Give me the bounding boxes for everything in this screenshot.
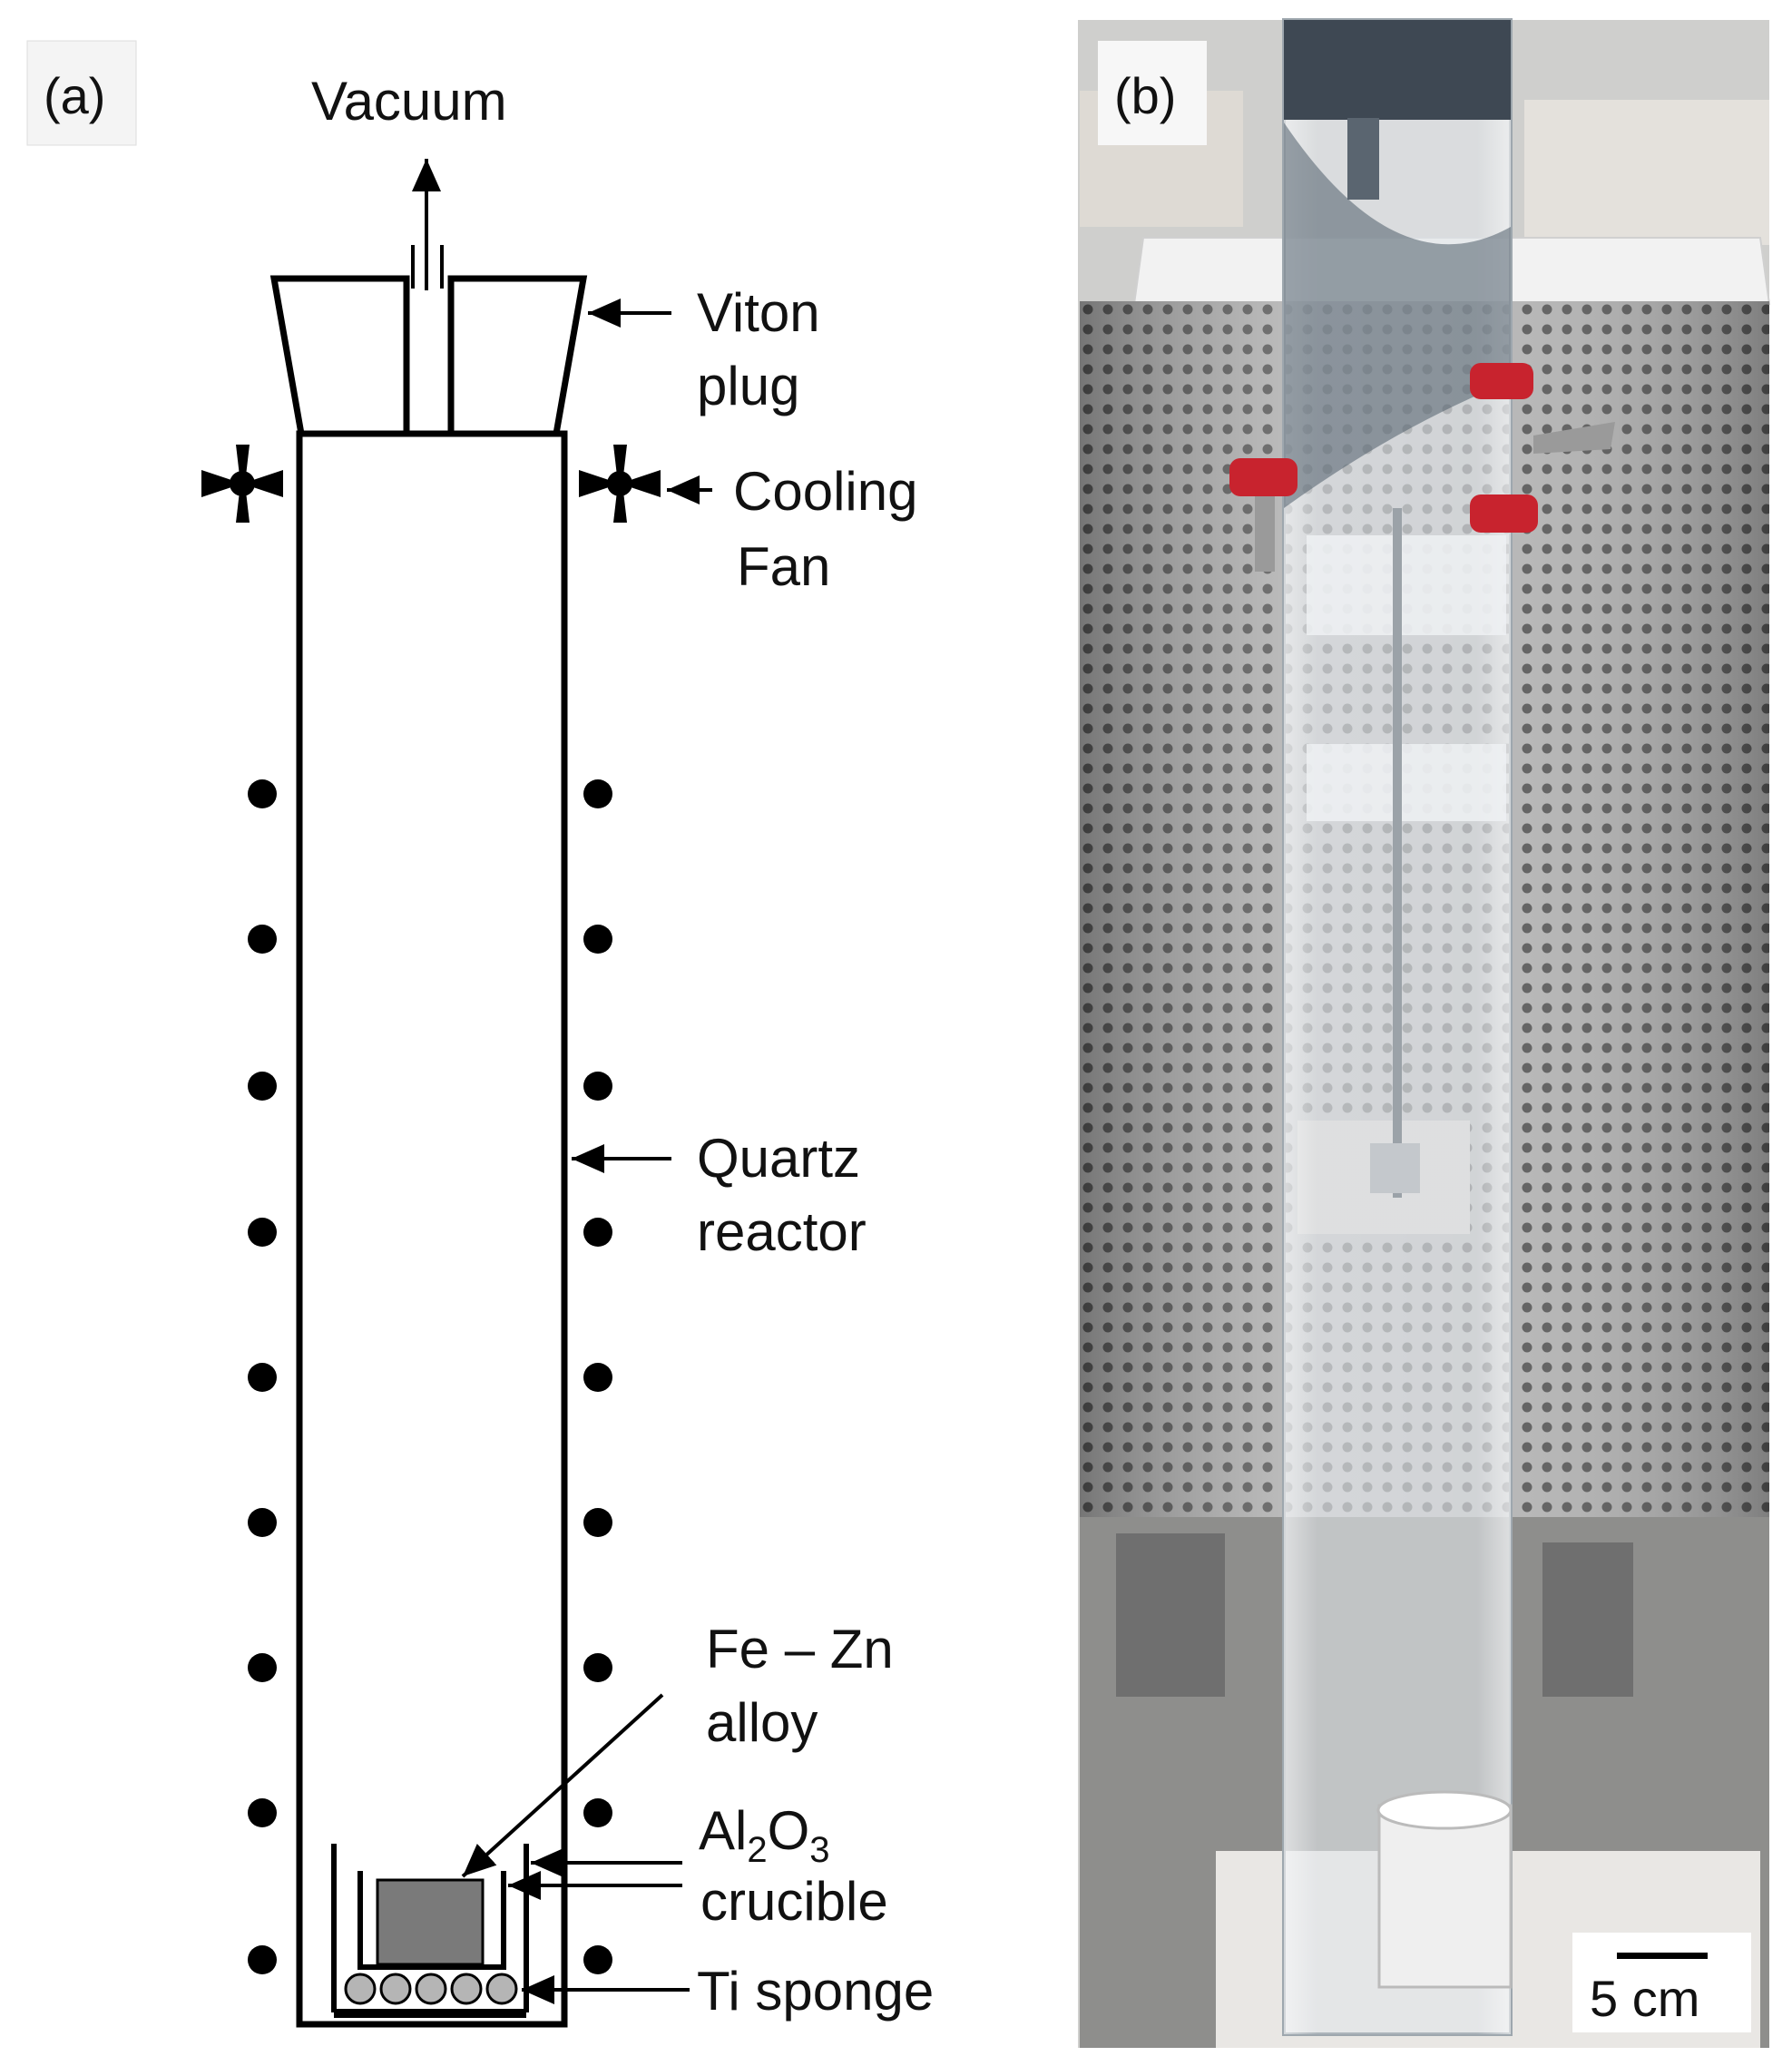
fe-zn-alloy [376,1878,485,1966]
crucible-photo [1377,1804,1513,1989]
tube-wrap-lower [1307,744,1506,821]
viton-plug-left [269,275,410,437]
clamp-red-cap [1229,458,1297,496]
furnace-leg [1116,1533,1225,1697]
crucible-label-line1: Al2O3 [699,1800,830,1870]
fan-label-line1: Cooling [733,461,917,522]
heater-dot [583,1363,612,1392]
heater-dot [248,1653,277,1682]
clamp-red-cap [1470,494,1538,533]
heater-dot [583,779,612,808]
viton-label-line2: plug [697,356,799,416]
heater-dot [248,1508,277,1537]
heater-dot [583,1798,612,1827]
fan-label-line2: Fan [737,536,830,597]
tube-wrap-upper [1307,535,1506,635]
heater-dot [248,1798,277,1827]
center-rod [1393,508,1402,1198]
scale-bar [1617,1953,1708,1959]
alloy-arrow [461,1693,664,1878]
heater-dot [248,1945,277,1974]
heater-dot [248,779,277,808]
viton-label-line1: Viton [697,282,820,343]
panel-a-tag: (a) [44,67,105,124]
heater-dot [583,1072,612,1101]
heater-dot [583,1945,612,1974]
sponge-label: Ti sponge [697,1961,934,2022]
heater-dot [248,1363,277,1392]
heater-dot [248,1072,277,1101]
clamp-wing [1533,422,1615,454]
heating-elements [248,779,612,1974]
crucible-label-line2: crucible [700,1871,888,1932]
crucible-rim [1376,1790,1513,1830]
al2o3-crucible [357,1871,506,1970]
ti-sponge-granule [485,1973,518,2005]
ti-sponge-granule [450,1973,483,2005]
quartz-reactor [296,430,568,2028]
furnace-leg [1542,1542,1633,1697]
clamp [1255,490,1275,572]
heater-dot [248,1218,277,1247]
heater-dot [583,1508,612,1537]
panel-b-tag-box [1098,41,1207,145]
insulation-block-right [1524,100,1769,245]
panel-a: (a) Vacuum Viton plug Cooling F [26,40,934,2028]
heater-dot [248,925,277,954]
ti-sponge-granule [415,1973,447,2005]
tube-cap [1284,20,1511,120]
cooling-fan-left-icon [201,445,283,523]
quartz-label-line2: reactor [697,1201,867,1262]
alloy-label-line2: alloy [706,1692,818,1753]
panel-b-tag: (b) [1114,67,1176,124]
alloy-label-line1: Fe – Zn [706,1619,894,1679]
rod-holder [1370,1143,1420,1193]
viton-plug-right [447,275,588,437]
quartz-label-line1: Quartz [697,1128,860,1189]
scale-bar-box [1572,1933,1751,2032]
heater-dot [583,1218,612,1247]
panel-a-tag-box [26,40,137,146]
clamp-red-cap [1470,363,1533,399]
tube-vapor [1284,122,1511,508]
cooling-fan-right-icon [579,445,661,523]
scale-bar-label: 5 cm [1590,1970,1699,2027]
panel-b-photo: (b) 5 cm [1078,18,1771,2048]
heater-dot [583,1653,612,1682]
ti-sponge-granule [379,1973,412,2005]
tube-plug-stem [1347,118,1379,200]
ti-sponge [344,1973,518,2005]
crucible-base [334,2009,526,2018]
heater-dot [583,925,612,954]
vacuum-label: Vacuum [311,71,507,132]
ti-sponge-granule [344,1973,377,2005]
